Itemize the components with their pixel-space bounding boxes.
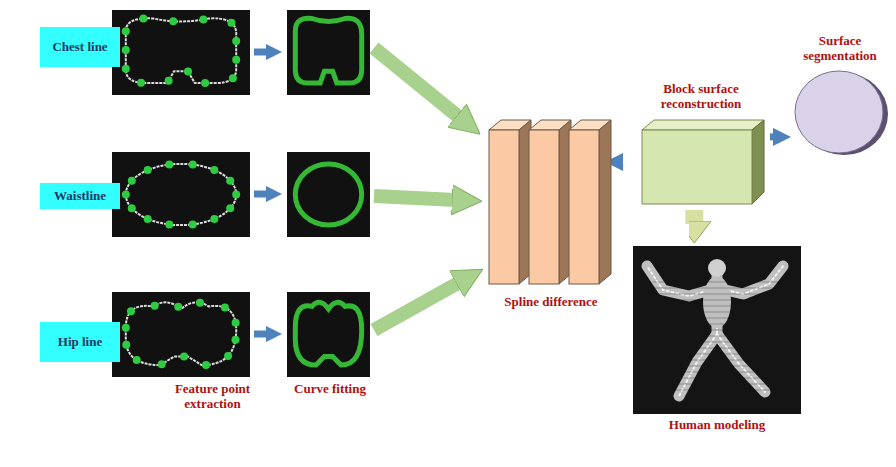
spline-stack-shape bbox=[481, 116, 621, 291]
feature-point bbox=[133, 356, 141, 364]
spline-stack: Spline difference bbox=[478, 116, 624, 314]
step-label: Human modeling bbox=[669, 418, 765, 433]
feature-point bbox=[174, 303, 182, 311]
feature-point bbox=[128, 204, 136, 212]
feature-point bbox=[144, 166, 152, 174]
feature-point bbox=[232, 56, 240, 64]
feature-point bbox=[137, 79, 145, 87]
feature-point bbox=[158, 360, 166, 368]
feature-image bbox=[112, 152, 250, 237]
feature-point bbox=[180, 353, 188, 361]
feature-point bbox=[202, 361, 210, 369]
human-model-shape bbox=[633, 246, 801, 414]
feature-point bbox=[165, 161, 173, 169]
feature-point bbox=[122, 324, 130, 332]
flow-arrow bbox=[620, 158, 623, 165]
feature-point bbox=[151, 302, 159, 310]
feature-point bbox=[122, 65, 130, 73]
step-arrow bbox=[254, 52, 268, 334]
feature-point bbox=[122, 46, 130, 54]
feature-point bbox=[226, 177, 234, 185]
curve-image bbox=[287, 152, 370, 237]
feature-point bbox=[196, 299, 204, 307]
feature-point bbox=[224, 352, 232, 360]
feature-point bbox=[210, 166, 218, 174]
step-label: Spline difference bbox=[504, 295, 597, 310]
feature-point bbox=[122, 191, 130, 199]
block-box-shape bbox=[634, 116, 768, 208]
feature-image bbox=[112, 10, 250, 95]
feature-point bbox=[165, 220, 173, 228]
feature-point bbox=[189, 220, 197, 228]
feature-point bbox=[229, 74, 237, 82]
row-label: Waistline bbox=[54, 189, 106, 204]
feature-point bbox=[165, 77, 173, 85]
label-box: Hip line bbox=[40, 322, 120, 362]
feature-point bbox=[122, 341, 130, 349]
stage-label: Curve fitting bbox=[290, 382, 370, 397]
flow-arrow bbox=[770, 133, 776, 140]
feature-points bbox=[122, 14, 240, 368]
feature-point bbox=[227, 19, 235, 27]
segmentation-circle-shape bbox=[790, 68, 890, 158]
row-label: Hip line bbox=[58, 335, 102, 350]
feature-point bbox=[127, 307, 135, 315]
feature-point bbox=[232, 319, 240, 327]
row-label: Chest line bbox=[52, 40, 107, 55]
feature-point bbox=[139, 14, 147, 22]
feature-point bbox=[189, 161, 197, 169]
feature-point bbox=[169, 17, 177, 25]
stage-label: Feature point extraction bbox=[150, 382, 275, 412]
block-box: Block surface reconstruction bbox=[626, 78, 776, 208]
feature-point bbox=[201, 79, 209, 87]
feature-point bbox=[122, 27, 130, 35]
feature-point bbox=[232, 37, 240, 45]
feature-point bbox=[184, 67, 192, 75]
label-box: Waistline bbox=[40, 183, 120, 209]
curve-image bbox=[287, 292, 370, 377]
merge-arrow bbox=[374, 48, 460, 330]
feature-point bbox=[231, 336, 239, 344]
feature-point bbox=[144, 215, 152, 223]
feature-point bbox=[199, 16, 207, 24]
segmentation-circle: Surface segmentation bbox=[788, 30, 892, 158]
feature-point bbox=[232, 191, 240, 199]
feature-image bbox=[112, 292, 250, 377]
step-label: Surface segmentation bbox=[790, 34, 890, 64]
flow-arrow bbox=[685, 210, 703, 224]
curve-image bbox=[287, 10, 370, 95]
feature-point bbox=[128, 177, 136, 185]
step-label: Block surface reconstruction bbox=[641, 82, 761, 112]
human-model: Human modeling bbox=[628, 246, 806, 437]
feature-point bbox=[226, 204, 234, 212]
feature-point bbox=[210, 215, 218, 223]
label-box: Chest line bbox=[40, 27, 120, 67]
feature-point bbox=[221, 304, 229, 312]
